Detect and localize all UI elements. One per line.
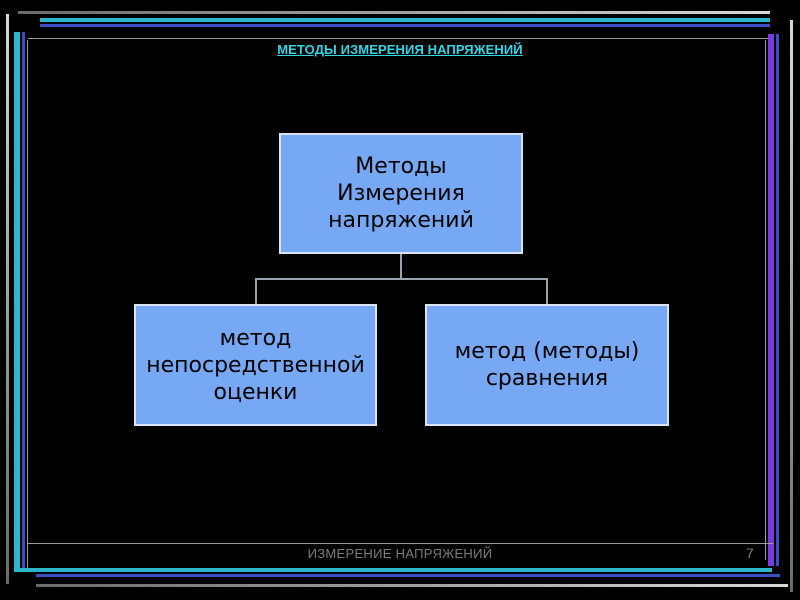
frame-right-violet-line	[768, 34, 774, 566]
slide-footer: ИЗМЕРЕНИЕ НАПРЯЖЕНИЙ	[307, 546, 493, 561]
connector-left-drop	[255, 278, 257, 304]
diagram-child-label-comparison: метод (методы) сравнения	[454, 339, 640, 391]
frame-bottom-gray-line	[36, 584, 788, 587]
frame-bottom-thin-line	[28, 543, 773, 544]
diagram-child-node-direct: метод непосредственной оценки	[134, 304, 377, 426]
frame-left-gray-line	[6, 14, 9, 584]
frame-right-gray-line	[790, 20, 793, 592]
connector-horizontal	[255, 278, 548, 280]
frame-left-thin-line	[27, 40, 28, 570]
connector-right-drop	[546, 278, 548, 304]
frame-top-blue-line	[40, 24, 770, 27]
frame-left-blue-line	[22, 32, 25, 572]
frame-bottom-teal-line	[20, 568, 772, 572]
diagram-child-node-comparison: метод (методы) сравнения	[425, 304, 669, 426]
frame-right-blue-line	[776, 34, 779, 566]
frame-top-gray-line	[18, 11, 770, 14]
diagram-root-label: Методы Измерения напряжений	[328, 154, 474, 233]
frame-top-thin-line	[28, 38, 773, 39]
connector-root-stem	[400, 254, 402, 279]
frame-right-thin-line	[765, 40, 766, 560]
slide-title: МЕТОДЫ ИЗМЕРЕНИЯ НАПРЯЖЕНИЙ	[277, 42, 523, 57]
diagram-root-node: Методы Измерения напряжений	[279, 133, 523, 254]
diagram-child-label-direct: метод непосредственной оценки	[146, 325, 365, 405]
frame-bottom-blue-line	[36, 574, 780, 577]
page-number: 7	[746, 545, 754, 561]
frame-left-teal-line	[14, 32, 20, 572]
frame-top-teal-line	[40, 18, 770, 22]
